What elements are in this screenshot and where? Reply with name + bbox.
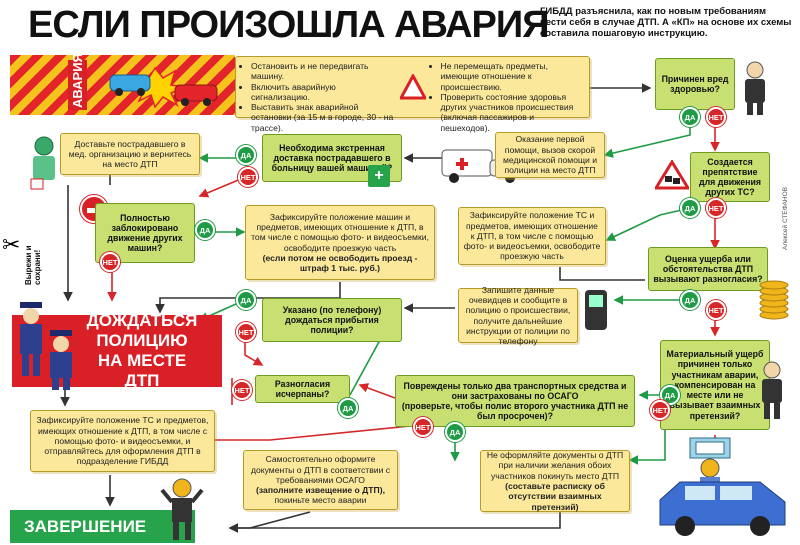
- self-doc-note: (заполните извещение о ДТП),: [256, 485, 385, 496]
- fix-a-text: Зафиксируйте положение машин и предметов…: [251, 211, 429, 253]
- two-cars-question: Повреждены только два транспортных средс…: [395, 375, 635, 427]
- harm-question: Причинен вред здоровью?: [655, 58, 735, 110]
- no-badge: НЕТ: [413, 417, 433, 437]
- no-badge: НЕТ: [650, 400, 670, 420]
- first-aid-box: Оказание первой помощи, вызов скорой мед…: [495, 132, 605, 178]
- self-doc-box: Самостоятельно оформите документы о ДТП …: [243, 450, 398, 510]
- warning-triangle-icon: [397, 72, 428, 100]
- coins-icon: [758, 275, 790, 320]
- medic-icon: [25, 135, 63, 190]
- scissors-icon: ✂: [2, 232, 21, 257]
- first-steps-box: Остановить и не передвигать машину. Вклю…: [235, 56, 590, 133]
- no-badge: НЕТ: [706, 300, 726, 320]
- damage-question: Оценка ущерба или обстоятельства ДТП выз…: [648, 247, 768, 291]
- wait-told-question: Указано (по телефону) дождаться прибытия…: [262, 298, 402, 342]
- first-steps-left: Остановить и не передвигать машину. Вклю…: [242, 61, 394, 133]
- car-with-people-icon: [650, 430, 795, 540]
- yes-badge: ДА: [338, 398, 358, 418]
- first-step-item: Остановить и не передвигать машину.: [251, 61, 394, 82]
- no-doc-note: (составьте расписку об отсутствии взаимн…: [505, 481, 605, 512]
- first-step-item: Не перемещать предметы, имеющие отношени…: [441, 61, 584, 92]
- happy-man-icon: [160, 478, 205, 540]
- material-question: Материальный ущерб причинен только участ…: [660, 340, 770, 430]
- yes-badge: ДА: [660, 385, 680, 405]
- first-step-item: Выставить знак аварийной остановки (за 1…: [251, 102, 394, 133]
- fix-c-box: Зафиксируйте положение ТС и предметов, и…: [30, 410, 215, 472]
- yes-badge: ДА: [445, 422, 465, 442]
- disputes-question: Разногласия исчерпаны?: [255, 375, 350, 403]
- deliver-question: Необходима экстренная доставка пострадав…: [262, 134, 402, 182]
- fix-a-fine: (если потом не освободить проезд - штраф…: [262, 252, 418, 274]
- obstacle-sign-icon: [653, 159, 691, 190]
- pharmacy-cross-icon: +: [368, 165, 390, 187]
- no-badge: НЕТ: [706, 107, 726, 127]
- no-badge: НЕТ: [236, 322, 256, 342]
- no-badge: НЕТ: [706, 198, 726, 218]
- businessman-icon: [755, 360, 790, 420]
- no-badge: НЕТ: [100, 252, 120, 272]
- intro-text: ГИБДД разъяснила, как по новым требовани…: [540, 6, 792, 39]
- yes-badge: ДА: [680, 290, 700, 310]
- two-cars-check: (проверьте, чтобы полис второго участник…: [401, 401, 629, 422]
- first-step-item: Включить аварийную сигнализацию.: [251, 82, 394, 103]
- yes-badge: ДА: [680, 198, 700, 218]
- first-steps-right: Не перемещать предметы, имеющие отношени…: [432, 61, 584, 133]
- phone-icon: [585, 290, 607, 330]
- cut-and-save-note: Вырежи и сохрани!: [24, 245, 42, 285]
- two-cars-text: Повреждены только два транспортных средс…: [403, 380, 627, 401]
- fix-a-box: Зафиксируйте положение машин и предметов…: [245, 205, 435, 280]
- police-officers-icon: [12, 300, 82, 390]
- no-doc-box: Не оформляйте документы о ДТП при наличи…: [480, 450, 630, 512]
- return-box: Доставьте пострадавшего в мед. организац…: [60, 133, 200, 175]
- finish-block: ЗАВЕРШЕНИЕ: [10, 510, 195, 543]
- crash-cars-icon: [105, 63, 225, 108]
- yes-badge: ДА: [236, 290, 256, 310]
- page-title: ЕСЛИ ПРОИЗОШЛА АВАРИЯ: [28, 4, 550, 46]
- yes-badge: ДА: [195, 220, 215, 240]
- no-badge: НЕТ: [232, 380, 252, 400]
- banner-label: АВАРИЯ: [68, 53, 87, 110]
- witness-box: Запишите данные очевидцев и сообщите в п…: [458, 285, 578, 346]
- yes-badge: ДА: [236, 145, 256, 165]
- self-doc-end: покиньте место аварии: [274, 495, 367, 506]
- fix-b-box: Зафиксируйте положение ТС и предметов, и…: [458, 207, 606, 265]
- no-doc-text: Не оформляйте документы о ДТП при наличи…: [486, 450, 624, 481]
- accident-banner: АВАРИЯ: [10, 53, 235, 115]
- first-step-item: Проверить состояние здоровья других учас…: [441, 92, 584, 133]
- obstacle-question: Создается препятствие для движения други…: [690, 152, 770, 202]
- person-icon: [735, 60, 775, 115]
- credit-text: Алексей СТЕФАНОВ: [782, 187, 789, 250]
- no-badge: НЕТ: [238, 167, 258, 187]
- self-doc-text: Самостоятельно оформите документы о ДТП …: [250, 454, 391, 485]
- wait-police-block: ДОЖДАТЬСЯ ПОЛИЦИЮ НА МЕСТЕ ДТП: [12, 311, 222, 390]
- yes-badge: ДА: [680, 107, 700, 127]
